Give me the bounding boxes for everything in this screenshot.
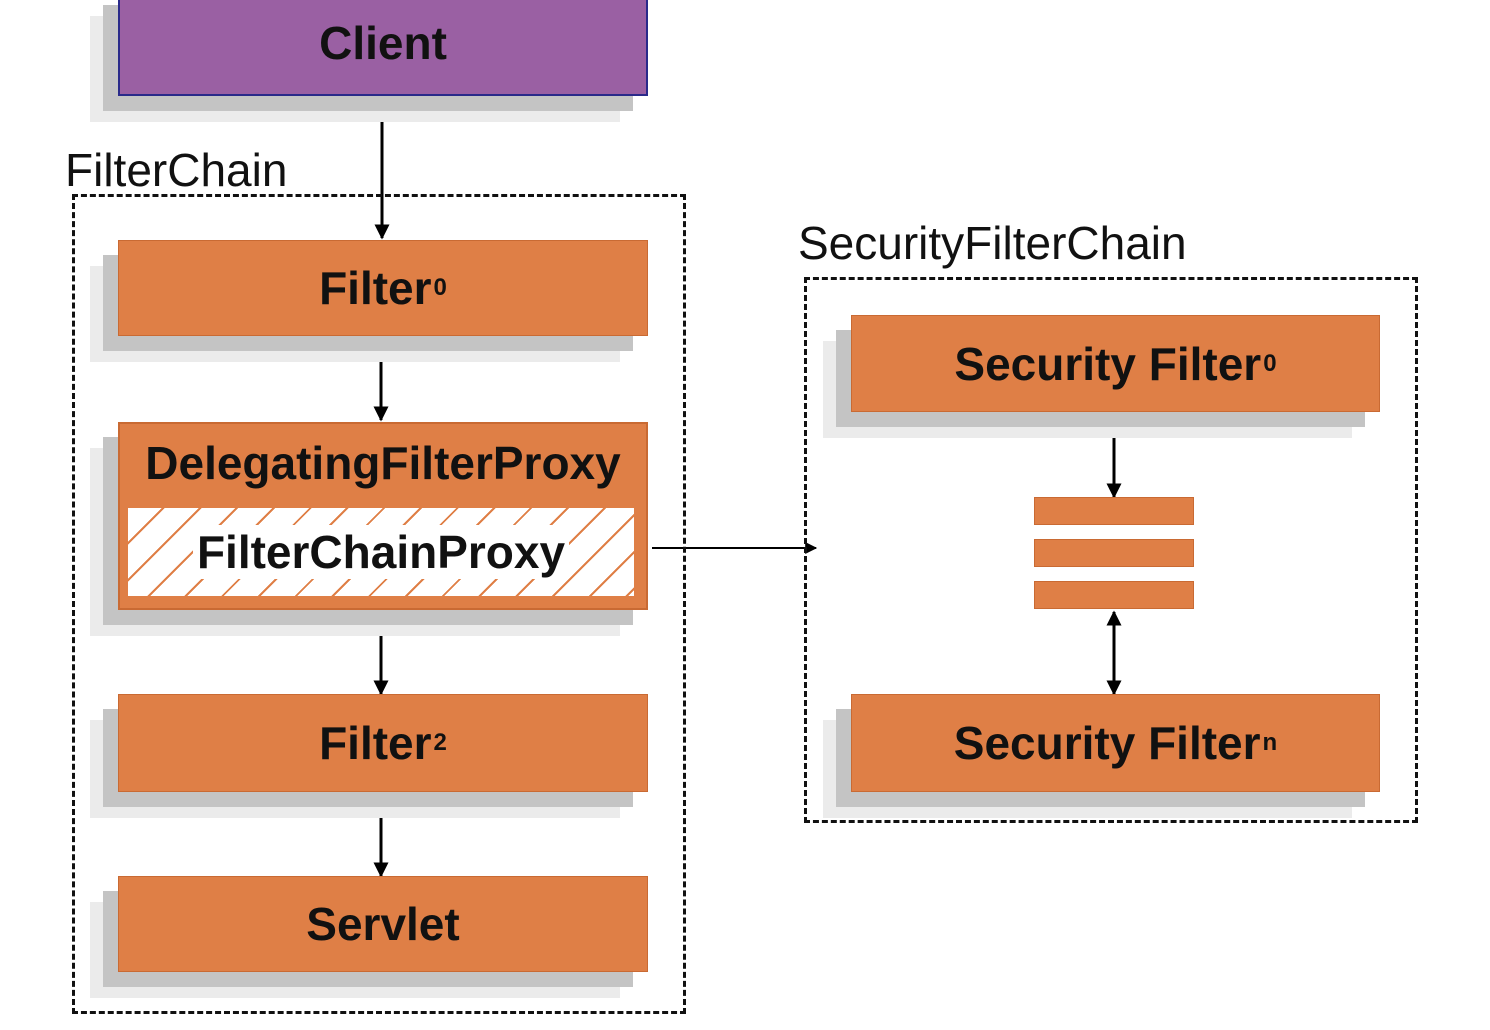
security-filter-chain-title: SecurityFilterChain — [798, 217, 1187, 269]
security-filter0-subscript: 0 — [1263, 349, 1277, 377]
client-label: Client — [319, 17, 447, 69]
filter-chain-proxy-node: FilterChainProxy — [126, 506, 636, 598]
servlet-node: Servlet — [118, 876, 648, 972]
filter-chain-box — [72, 194, 686, 1014]
servlet-label: Servlet — [306, 898, 460, 950]
filter-chain-title: FilterChain — [65, 144, 288, 196]
delegating-filter-proxy-node: DelegatingFilterProxy FilterChainProxy — [118, 422, 648, 610]
filter-stack-bar-3 — [1034, 581, 1194, 609]
security-filter0-label: Security Filter — [954, 337, 1262, 390]
filter0-label: Filter — [319, 262, 432, 314]
filter2-subscript: 2 — [433, 729, 447, 756]
delegating-filter-proxy-label: DelegatingFilterProxy — [145, 437, 621, 489]
filter2-label: Filter — [319, 717, 432, 769]
security-filtern-label: Security Filter — [953, 717, 1261, 769]
filter-chain-proxy-label: FilterChainProxy — [192, 525, 570, 579]
security-filtern-subscript: n — [1262, 729, 1278, 756]
filter-stack-bar-2 — [1034, 539, 1194, 567]
filter0-subscript: 0 — [433, 274, 447, 301]
security-filter-chain-box — [804, 277, 1418, 823]
filter-stack-bar-1 — [1034, 497, 1194, 525]
client-node: Client — [118, 0, 648, 96]
